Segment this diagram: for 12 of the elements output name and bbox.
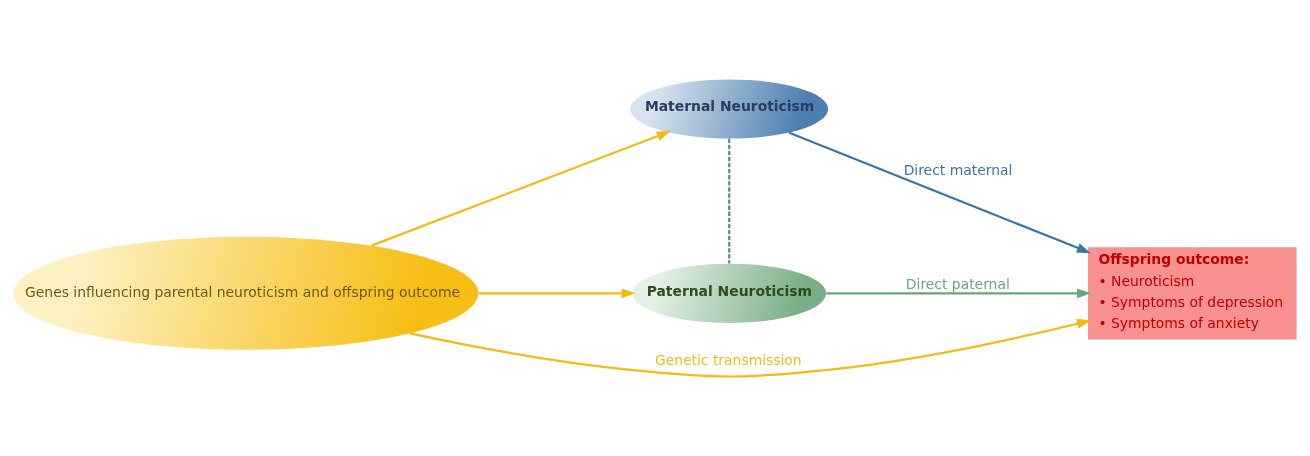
arrow — [410, 318, 1091, 378]
edge-label: Direct maternal — [903, 161, 1013, 178]
arrow — [478, 288, 636, 299]
edge-label: Direct paternal — [905, 275, 1010, 292]
edge-label: Genetic transmission — [654, 352, 802, 369]
node-ellipse: Paternal Neuroticism — [632, 263, 827, 323]
node-ellipse: Genes influencing parental neuroticism and offspring outcome — [13, 236, 479, 350]
node-box: Offspring outcome: • Neuroticism • Symptoms of depression • Symptoms of anxiety — [1087, 247, 1297, 340]
arrow — [371, 131, 671, 247]
arrow — [826, 288, 1092, 299]
arrow — [788, 131, 1091, 254]
connector — [728, 138, 731, 264]
